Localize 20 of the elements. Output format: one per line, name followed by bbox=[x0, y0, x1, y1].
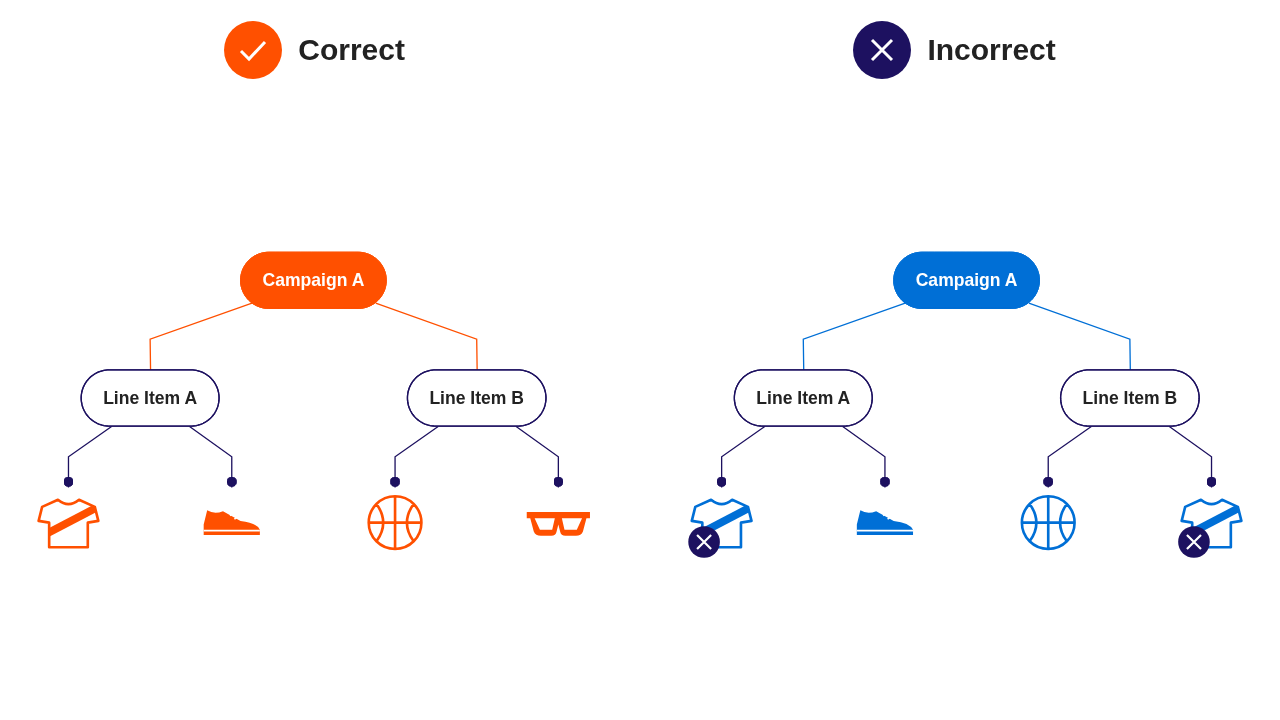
connector-line bbox=[842, 425, 891, 489]
connector-line bbox=[515, 425, 564, 489]
heading-label: Correct bbox=[298, 33, 405, 67]
heading-label: Incorrect bbox=[927, 33, 1056, 67]
line-item-pill: Line Item A bbox=[80, 369, 220, 427]
line bbox=[802, 302, 906, 371]
line-item-pill: Line Item A bbox=[733, 369, 873, 427]
line-item-pill: Line Item B bbox=[1059, 369, 1200, 427]
line-item-pill: Line Item B bbox=[406, 369, 547, 427]
connector-line bbox=[63, 425, 113, 489]
line bbox=[1028, 302, 1131, 371]
line bbox=[149, 302, 253, 371]
connector-line bbox=[188, 425, 238, 489]
campaign-pill: Campaign A bbox=[893, 251, 1040, 309]
connector-line bbox=[1168, 425, 1217, 489]
connector-line bbox=[389, 425, 439, 489]
connector-line bbox=[1042, 425, 1092, 489]
connector-line bbox=[716, 425, 766, 489]
line bbox=[375, 302, 478, 371]
campaign-pill: Campaign A bbox=[240, 251, 387, 309]
